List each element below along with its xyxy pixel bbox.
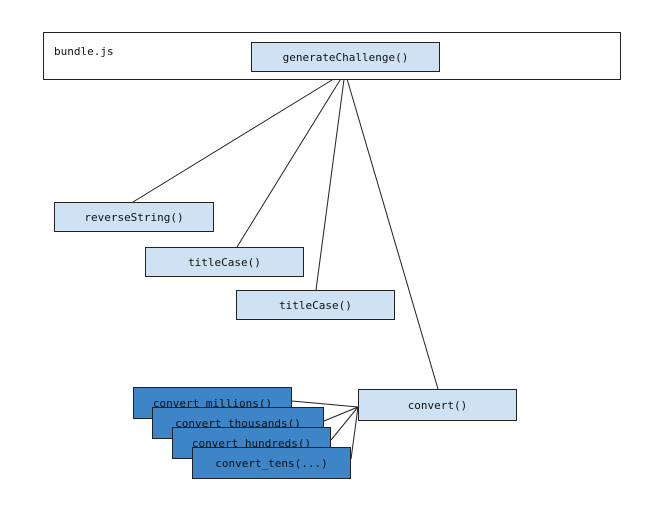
edge-generate-titlecase-2: [315, 71, 346, 291]
edge-generate-titlecase-1: [236, 71, 346, 248]
edge-convert-millions: [291, 400, 359, 408]
edge-generate-convert: [344, 71, 439, 390]
edge-convert-tens: [350, 406, 359, 460]
node-reverse-string: reverseString(): [54, 202, 214, 232]
edge-generate-reverse: [132, 71, 346, 203]
bundle-js-label: bundle.js: [54, 45, 114, 58]
edge-convert-hundreds: [330, 406, 359, 441]
node-convert-tens: convert_tens(...): [192, 447, 351, 479]
node-generate-challenge: generateChallenge(): [251, 42, 440, 72]
node-convert: convert(): [358, 389, 517, 421]
node-title-case-1: titleCase(): [145, 247, 304, 277]
edge-convert-thousands: [323, 406, 359, 422]
node-title-case-2: titleCase(): [236, 290, 395, 320]
